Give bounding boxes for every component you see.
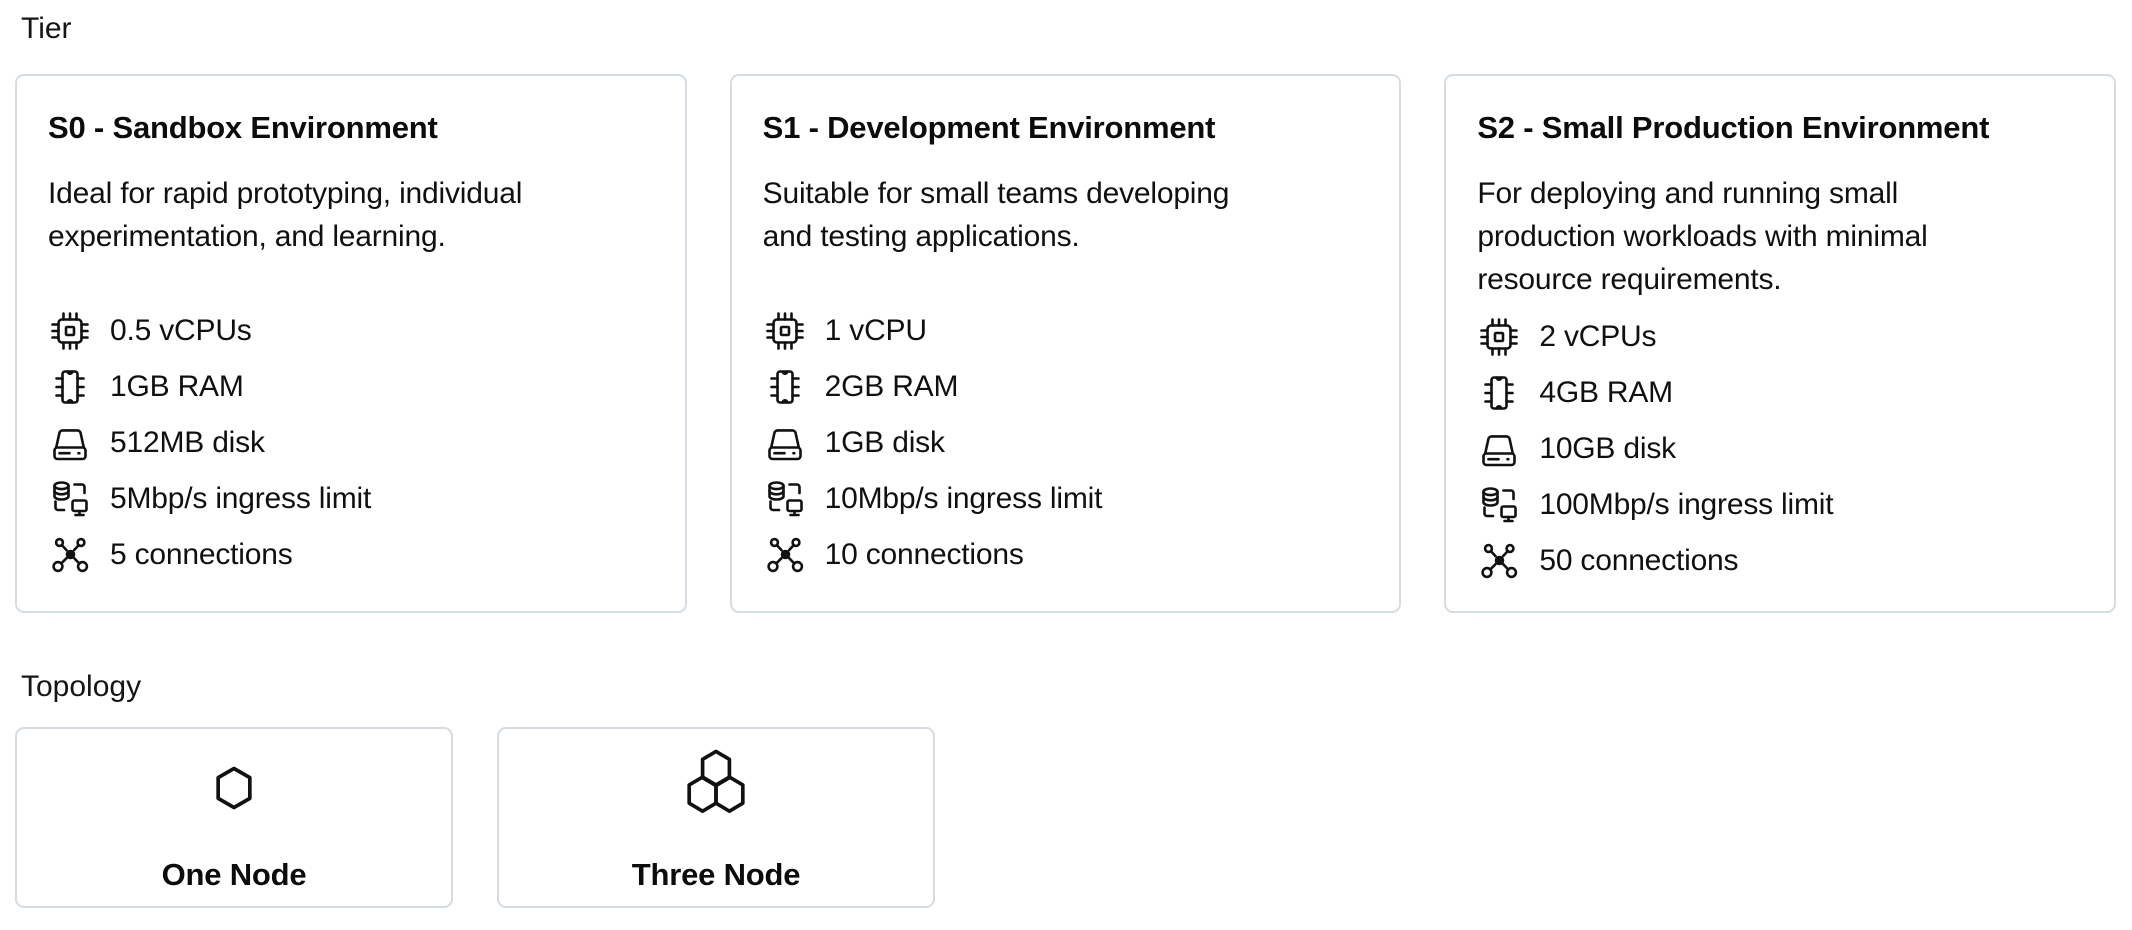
spec-row: 10 connections xyxy=(763,527,1372,583)
topology-section-label: Topology xyxy=(21,670,142,703)
tier-card-description: For deploying and running small producti… xyxy=(1477,177,1928,296)
topology-card-label: One Node xyxy=(161,857,307,892)
tier-card-s2[interactable]: S2 - Small Production Environment For de… xyxy=(1444,74,2116,613)
tier-card-grid: S0 - Sandbox Environment Ideal for rapid… xyxy=(15,74,2116,613)
spec-text: 50 connections xyxy=(1539,544,1739,577)
spec-row: 100Mbp/s ingress limit xyxy=(1477,477,2086,533)
spec-text: 1 vCPU xyxy=(824,314,927,347)
spec-row: 4GB RAM xyxy=(1477,365,2086,421)
tier-card-description: Ideal for rapid prototyping, individual … xyxy=(48,177,523,253)
spec-text: 1GB RAM xyxy=(110,370,244,403)
ram-icon xyxy=(48,365,92,409)
spec-text: 10GB disk xyxy=(1539,432,1676,465)
ingress-icon xyxy=(48,477,92,521)
cpu-icon xyxy=(763,309,807,353)
cpu-icon xyxy=(1477,315,1521,359)
ram-icon xyxy=(1477,371,1521,415)
spec-row: 5Mbp/s ingress limit xyxy=(48,471,657,527)
spec-row: 2GB RAM xyxy=(763,359,1372,415)
tier-card-title: S2 - Small Production Environment xyxy=(1477,110,1990,145)
ingress-icon xyxy=(1477,483,1521,527)
spec-text: 5 connections xyxy=(110,538,293,571)
tier-card-spec-list: 2 vCPUs 4GB RAM 10GB disk 100Mbp/s ingre… xyxy=(1477,309,2086,589)
spec-row: 2 vCPUs xyxy=(1477,309,2086,365)
tier-card-description: Suitable for small teams developing and … xyxy=(762,177,1230,253)
connections-icon xyxy=(48,533,92,577)
topology-card-three-node[interactable]: Three Node xyxy=(497,727,935,908)
spec-row: 10Mbp/s ingress limit xyxy=(763,471,1372,527)
three-node-icon xyxy=(677,749,755,827)
spec-row: 1GB RAM xyxy=(48,359,657,415)
spec-row: 0.5 vCPUs xyxy=(48,303,657,359)
spec-text: 10 connections xyxy=(824,538,1024,571)
tier-card-title: S0 - Sandbox Environment xyxy=(48,110,438,145)
tier-card-spec-list: 0.5 vCPUs 1GB RAM 512MB disk 5Mbp/s ingr… xyxy=(48,303,657,583)
spec-text: 2 vCPUs xyxy=(1539,320,1657,353)
topology-card-one-node[interactable]: One Node xyxy=(15,727,453,908)
spec-text: 10Mbp/s ingress limit xyxy=(824,482,1103,515)
connections-icon xyxy=(763,533,807,577)
ram-icon xyxy=(763,365,807,409)
spec-text: 1GB disk xyxy=(824,426,945,459)
spec-row: 50 connections xyxy=(1477,533,2086,589)
tier-card-s1[interactable]: S1 - Development Environment Suitable fo… xyxy=(729,74,1402,613)
spec-text: 100Mbp/s ingress limit xyxy=(1539,488,1834,521)
tier-topology-page: Tier S0 - Sandbox Environment Ideal for … xyxy=(0,12,2132,908)
spec-row: 10GB disk xyxy=(1477,421,2086,477)
spec-text: 512MB disk xyxy=(110,426,265,459)
cpu-icon xyxy=(48,309,92,353)
tier-card-spec-list: 1 vCPU 2GB RAM 1GB disk 10Mbp/s ingress … xyxy=(763,303,1372,583)
topology-card-label: Three Node xyxy=(631,857,801,892)
tier-card-s0[interactable]: S0 - Sandbox Environment Ideal for rapid… xyxy=(15,74,687,613)
disk-icon xyxy=(1477,427,1521,471)
spec-row: 5 connections xyxy=(48,527,657,583)
tier-section-label: Tier xyxy=(21,12,72,45)
ingress-icon xyxy=(763,477,807,521)
spec-text: 0.5 vCPUs xyxy=(110,314,252,347)
spec-row: 1GB disk xyxy=(763,415,1372,471)
disk-icon xyxy=(763,421,807,465)
spec-text: 4GB RAM xyxy=(1539,376,1673,409)
spec-text: 5Mbp/s ingress limit xyxy=(110,482,372,515)
spec-row: 512MB disk xyxy=(48,415,657,471)
spec-row: 1 vCPU xyxy=(763,303,1372,359)
disk-icon xyxy=(48,421,92,465)
connections-icon xyxy=(1477,539,1521,583)
spec-text: 2GB RAM xyxy=(824,370,959,403)
one-node-icon xyxy=(195,749,273,827)
tier-card-title: S1 - Development Environment xyxy=(762,110,1216,145)
topology-card-grid: One Node Three Node xyxy=(15,727,2132,908)
